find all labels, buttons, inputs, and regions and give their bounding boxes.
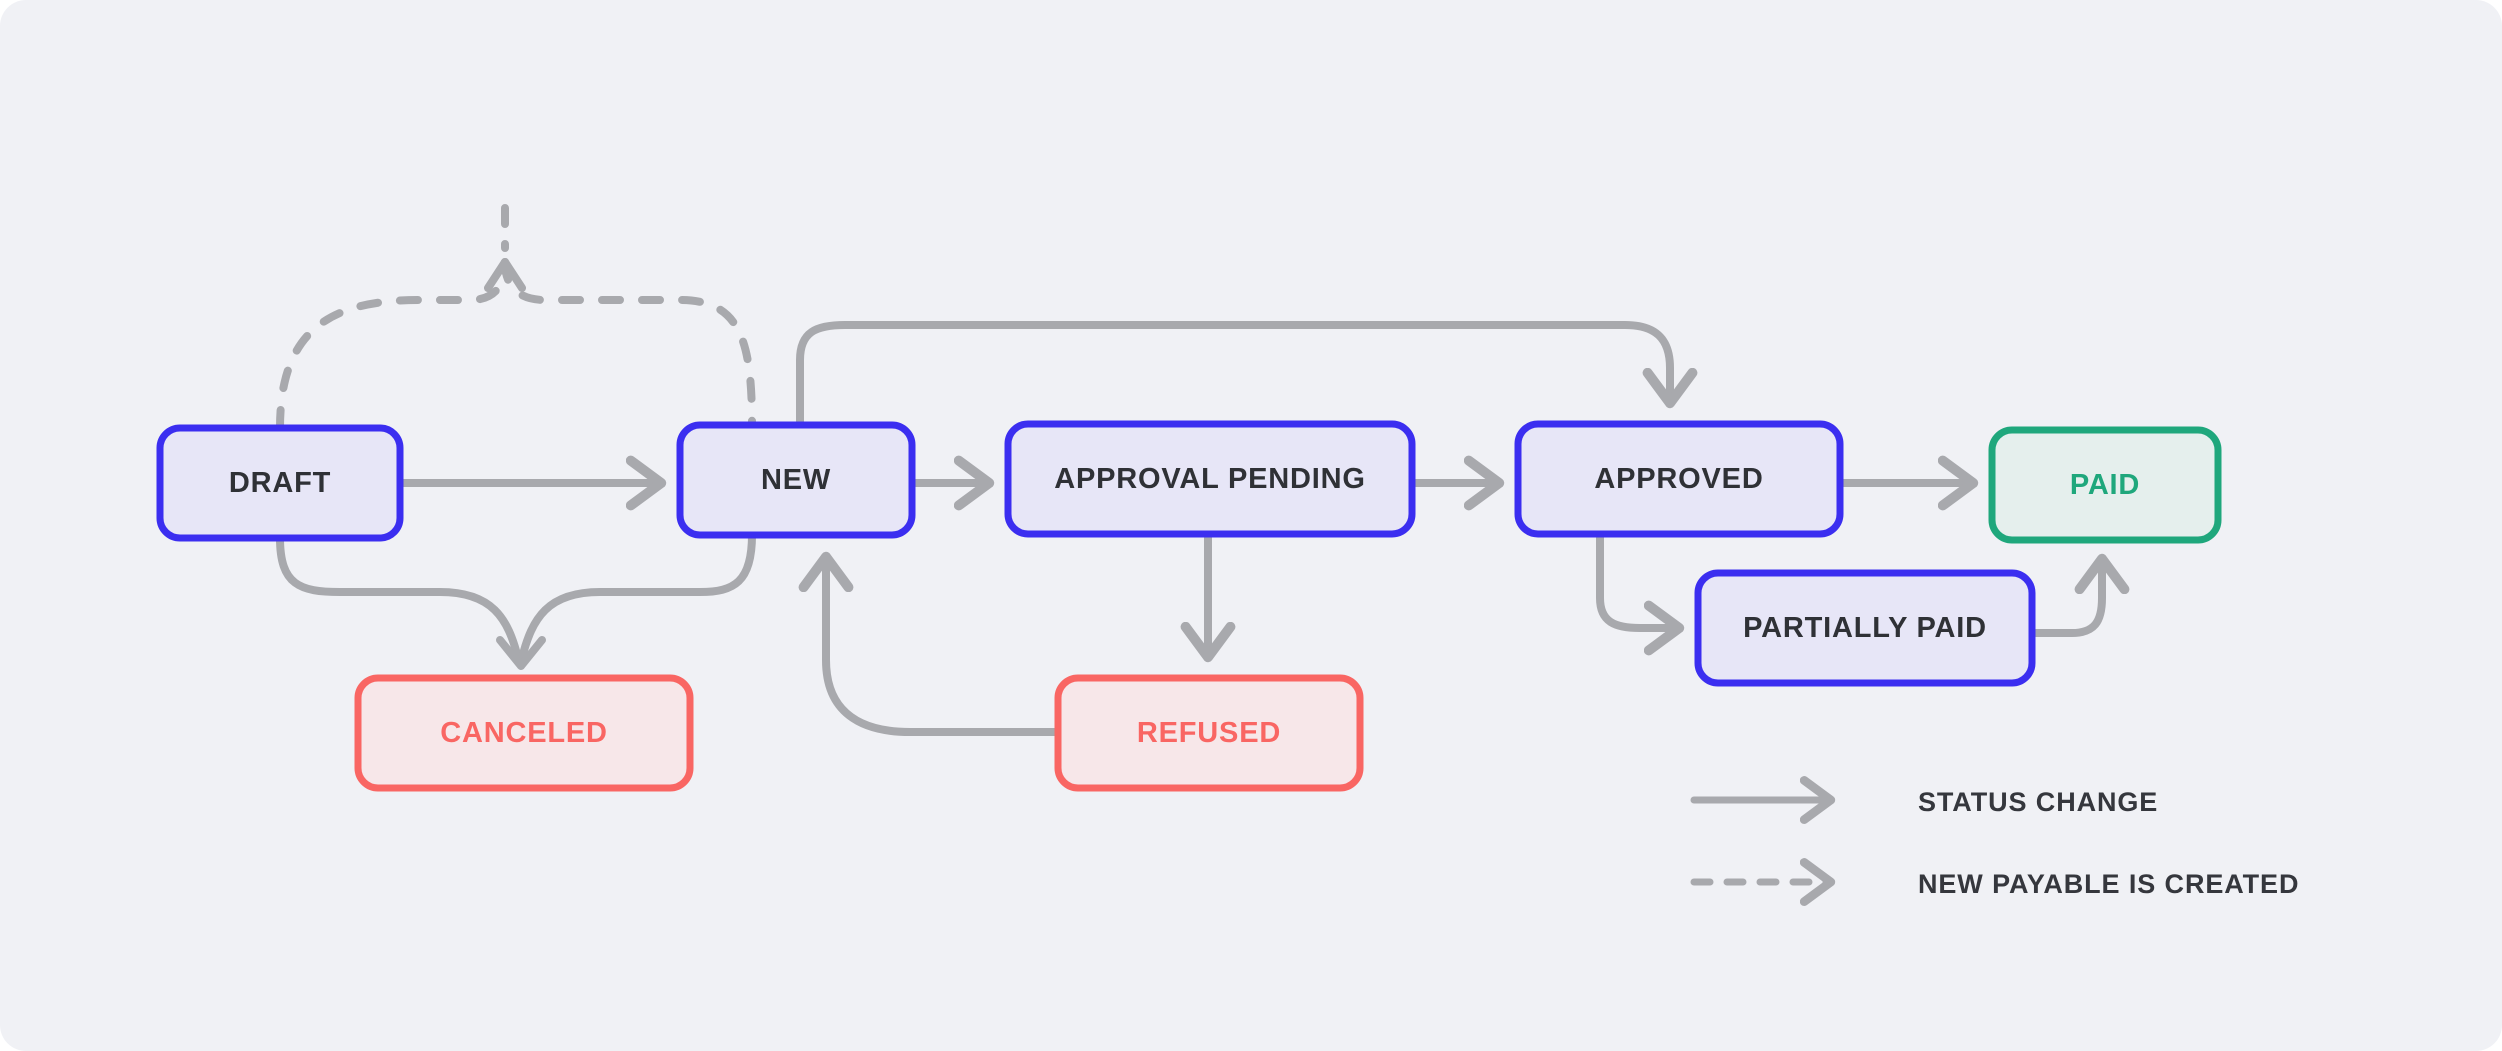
edge-canceled-arrowhead xyxy=(496,636,546,670)
node-approved-box[interactable] xyxy=(1514,420,1844,538)
node-refused[interactable]: REFUSED xyxy=(1054,674,1364,792)
node-partially-paid-label: PARTIALLY PAID xyxy=(1743,612,1987,644)
edge-new-to-canceled xyxy=(518,531,756,662)
node-approved-label: APPROVED xyxy=(1594,463,1763,495)
node-canceled[interactable]: CANCELED xyxy=(354,674,694,792)
edge-draft-new-payable xyxy=(276,258,509,432)
edge-new-to-approved xyxy=(796,321,1670,429)
node-paid[interactable]: PAID xyxy=(1988,426,2222,544)
legend-item-new-payable-label: NEW PAYABLE IS CREATED xyxy=(1918,869,2299,899)
node-approval-pending-label: APPROVAL PENDING xyxy=(1054,463,1365,495)
node-new-label: NEW xyxy=(761,464,831,496)
node-approval-pending-box[interactable] xyxy=(1004,420,1416,538)
node-new[interactable]: NEW xyxy=(676,421,916,539)
node-canceled-box[interactable] xyxy=(354,674,694,792)
node-canceled-label: CANCELED xyxy=(440,717,608,749)
node-draft-label: DRAFT xyxy=(229,467,331,499)
legend-item-status-change-label: STATUS CHANGE xyxy=(1918,787,2158,817)
node-draft-box[interactable] xyxy=(156,424,404,542)
edge-refused-to-new xyxy=(826,560,1062,736)
edge-draft-new-payable-right xyxy=(501,258,756,429)
node-approval-pending[interactable]: APPROVAL PENDING xyxy=(1004,420,1416,538)
legend: STATUS CHANGE NEW PAYABLE IS CREATED xyxy=(1690,787,2299,899)
node-draft[interactable]: DRAFT xyxy=(156,424,404,542)
node-paid-box[interactable] xyxy=(1988,426,2222,544)
edge-partially-paid-to-paid xyxy=(2028,562,2102,637)
edge-draft-to-canceled xyxy=(276,534,522,662)
legend-item-new-payable: NEW PAYABLE IS CREATED xyxy=(1690,869,2299,899)
node-partially-paid-box[interactable] xyxy=(1694,569,2036,687)
edge-approved-to-partially-paid xyxy=(1596,531,1676,628)
node-refused-box[interactable] xyxy=(1054,674,1364,792)
node-partially-paid[interactable]: PARTIALLY PAID xyxy=(1694,569,2036,687)
legend-item-status-change: STATUS CHANGE xyxy=(1690,787,2158,817)
edge-new-payable-arrowhead xyxy=(484,258,526,292)
node-approved[interactable]: APPROVED xyxy=(1514,420,1844,538)
node-paid-label: PAID xyxy=(2070,469,2140,501)
node-new-box[interactable] xyxy=(676,421,916,539)
node-refused-label: REFUSED xyxy=(1137,717,1281,749)
